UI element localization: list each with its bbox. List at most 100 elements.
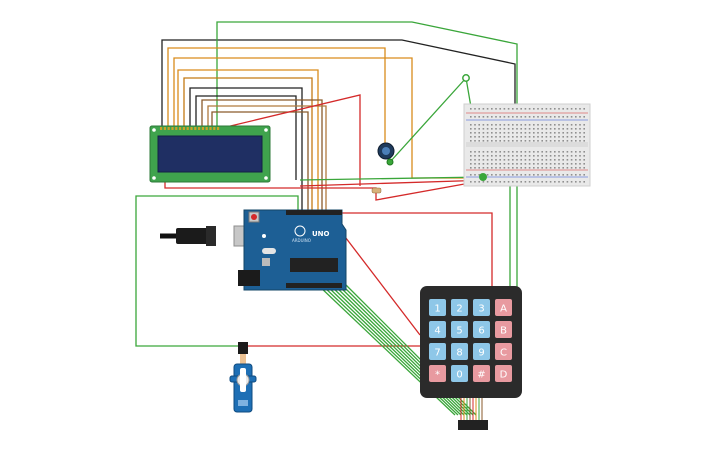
keypad-key[interactable]: 8 bbox=[451, 343, 468, 360]
keypad-key-cap[interactable] bbox=[429, 365, 446, 382]
arduino-brand-label: UNO bbox=[312, 230, 330, 238]
breadboard-hole bbox=[491, 132, 493, 134]
lcd-pin bbox=[175, 127, 178, 130]
keypad-key-cap[interactable] bbox=[495, 299, 512, 316]
keypad-key-cap[interactable] bbox=[473, 299, 490, 316]
breadboard-hole bbox=[520, 128, 522, 130]
servo-motor bbox=[229, 342, 257, 413]
breadboard-hole bbox=[482, 151, 485, 153]
breadboard-hole bbox=[478, 116, 480, 118]
breadboard-hole bbox=[537, 155, 539, 157]
keypad-key[interactable]: A bbox=[495, 299, 512, 316]
keypad-key[interactable]: 1 bbox=[429, 299, 446, 316]
keypad-key-cap[interactable] bbox=[473, 365, 490, 382]
breadboard-hole bbox=[470, 116, 472, 118]
breadboard-hole bbox=[528, 167, 531, 169]
breadboard-hole bbox=[486, 163, 489, 165]
breadboard-hole bbox=[575, 167, 577, 169]
keypad-key-cap[interactable] bbox=[429, 321, 446, 338]
breadboard-hole bbox=[503, 132, 506, 134]
breadboard-hole bbox=[575, 159, 577, 161]
keypad-key[interactable]: 5 bbox=[451, 321, 468, 338]
breadboard-hole bbox=[495, 108, 497, 110]
keypad-key[interactable]: * bbox=[429, 365, 446, 382]
breadboard-hole bbox=[516, 124, 518, 126]
keypad-key[interactable]: 4 bbox=[429, 321, 446, 338]
breadboard-hole bbox=[470, 132, 472, 134]
keypad-ribbon bbox=[460, 398, 483, 420]
breadboard-hole bbox=[499, 174, 501, 176]
keypad-key-cap[interactable] bbox=[495, 365, 512, 382]
breadboard-hole bbox=[516, 132, 518, 134]
keypad-key[interactable]: 7 bbox=[429, 343, 446, 360]
keypad-key-cap[interactable] bbox=[495, 343, 512, 360]
breadboard-hole bbox=[541, 159, 543, 161]
keypad-key[interactable]: D bbox=[495, 365, 512, 382]
breadboard-hole bbox=[545, 136, 548, 138]
lcd-pin bbox=[194, 127, 197, 130]
breadboard-hole bbox=[583, 128, 585, 130]
lcd-pin bbox=[201, 127, 204, 130]
breadboard-hole bbox=[583, 159, 585, 161]
potentiometer[interactable] bbox=[377, 142, 395, 166]
keypad-key-cap[interactable] bbox=[451, 343, 468, 360]
keypad-key-cap[interactable] bbox=[451, 365, 468, 382]
breadboard-hole bbox=[482, 116, 485, 118]
analog-header bbox=[286, 283, 342, 288]
breadboard-hole bbox=[499, 159, 501, 161]
breadboard-hole bbox=[566, 132, 569, 134]
breadboard-hole bbox=[541, 151, 543, 153]
keypad-key-label: * bbox=[435, 370, 440, 381]
breadboard-hole bbox=[478, 140, 480, 142]
keypad-key[interactable]: C bbox=[495, 343, 512, 360]
breadboard-hole bbox=[549, 128, 552, 130]
wire-black-3 bbox=[195, 95, 297, 180]
breadboard-hole bbox=[575, 163, 577, 165]
keypad-key[interactable]: 6 bbox=[473, 321, 490, 338]
breadboard-hole bbox=[503, 159, 506, 161]
breadboard-hole bbox=[570, 159, 573, 161]
breadboard-hole bbox=[579, 163, 581, 165]
breadboard-hole bbox=[486, 108, 489, 110]
keypad-key-cap[interactable] bbox=[451, 321, 468, 338]
keypad-key-cap[interactable] bbox=[473, 343, 490, 360]
keypad-key[interactable]: 2 bbox=[451, 299, 468, 316]
breadboard-hole bbox=[482, 140, 485, 142]
breadboard-hole bbox=[541, 132, 543, 134]
keypad-key[interactable]: # bbox=[473, 365, 490, 382]
keypad-key[interactable]: 9 bbox=[473, 343, 490, 360]
breadboard-hole bbox=[554, 108, 556, 110]
breadboard-hole bbox=[537, 132, 539, 134]
keypad-key[interactable]: 3 bbox=[473, 299, 490, 316]
breadboard-hole bbox=[503, 140, 506, 142]
breadboard-hole bbox=[516, 174, 518, 176]
breadboard-hole bbox=[545, 124, 548, 126]
breadboard-hole bbox=[537, 108, 539, 110]
keypad-key-cap[interactable] bbox=[429, 343, 446, 360]
lcd-mount-hole bbox=[264, 128, 268, 132]
wire-black-2 bbox=[189, 87, 303, 212]
breadboard-hole bbox=[549, 181, 552, 183]
keypad-key-cap[interactable] bbox=[451, 299, 468, 316]
keypad-key-cap[interactable] bbox=[429, 299, 446, 316]
breadboard-hole bbox=[537, 128, 539, 130]
breadboard-hole bbox=[491, 108, 493, 110]
breadboard-hole bbox=[482, 136, 485, 138]
breadboard-hole bbox=[570, 128, 573, 130]
keypad-key[interactable]: 0 bbox=[451, 365, 468, 382]
breadboard-hole bbox=[482, 159, 485, 161]
keypad-key[interactable]: B bbox=[495, 321, 512, 338]
breadboard-hole bbox=[474, 163, 476, 165]
breadboard-hole bbox=[554, 151, 556, 153]
breadboard-hole bbox=[478, 128, 480, 130]
keypad-key-cap[interactable] bbox=[495, 321, 512, 338]
breadboard-hole bbox=[545, 155, 548, 157]
breadboard-hole bbox=[520, 181, 522, 183]
breadboard-hole bbox=[470, 108, 472, 110]
breadboard-hole bbox=[575, 132, 577, 134]
breadboard-hole bbox=[537, 140, 539, 142]
breadboard-hole bbox=[512, 155, 514, 157]
breadboard-hole bbox=[474, 124, 476, 126]
breadboard-hole bbox=[524, 155, 527, 157]
keypad-key-cap[interactable] bbox=[473, 321, 490, 338]
